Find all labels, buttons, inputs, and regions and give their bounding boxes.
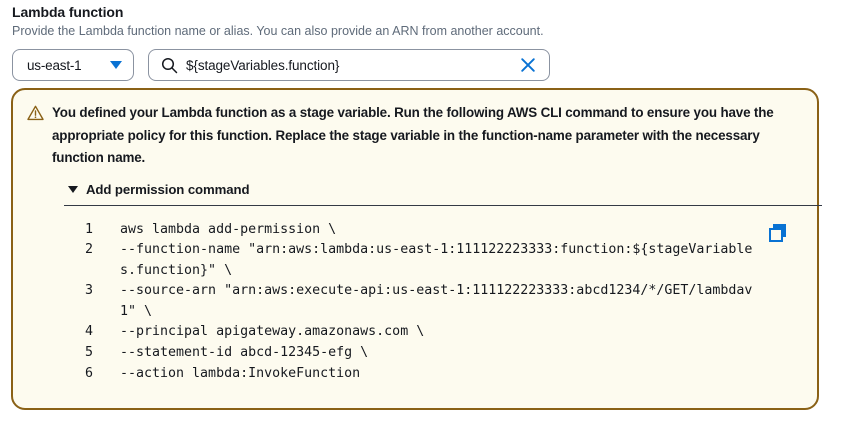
code-lines: 1 aws lambda add-permission \ 2 --functi…	[64, 220, 801, 385]
search-icon	[161, 57, 178, 73]
region-select-value: us-east-1	[27, 57, 82, 73]
warning-alert: You defined your Lambda function as a st…	[11, 88, 822, 410]
region-select[interactable]: us-east-1	[12, 49, 134, 81]
code-line: 5 --statement-id abcd-12345-efg \	[64, 343, 801, 364]
expander-label: Add permission command	[86, 181, 250, 197]
line-number: 6	[84, 365, 93, 381]
line-text: --action lambda:InvokeFunction	[120, 365, 361, 381]
chevron-down-icon	[110, 61, 122, 69]
line-number: 1	[84, 221, 93, 237]
form-description: Provide the Lambda function name or alia…	[12, 24, 544, 38]
line-text: --source-arn "arn:aws:execute-api:us-eas…	[120, 283, 753, 319]
function-search-field[interactable]: ${stageVariables.function}	[148, 49, 550, 81]
line-text: --statement-id abcd-12345-efg \	[120, 345, 369, 361]
close-icon[interactable]	[519, 56, 537, 74]
code-line: 3 --source-arn "arn:aws:execute-api:us-e…	[64, 281, 801, 322]
line-number: 5	[84, 345, 93, 361]
code-line: 4 --principal apigateway.amazonaws.com \	[64, 322, 801, 343]
divider	[64, 204, 822, 206]
line-number: 3	[84, 283, 93, 299]
add-permission-command-expander[interactable]: Add permission command	[27, 182, 801, 197]
line-text: --principal apigateway.amazonaws.com \	[120, 324, 425, 340]
cli-command-code-block: 1 aws lambda add-permission \ 2 --functi…	[27, 220, 801, 385]
code-line: 2 --function-name "arn:aws:lambda:us-eas…	[64, 240, 801, 281]
alert-message-row: You defined your Lambda function as a st…	[27, 102, 801, 170]
line-text: aws lambda add-permission \	[120, 221, 337, 237]
controls-row: us-east-1 ${stageVariables.function}	[0, 49, 844, 81]
copy-icon-front-square	[769, 227, 783, 242]
page-title: Lambda function	[12, 4, 124, 20]
caret-down-icon	[68, 185, 78, 193]
warning-triangle-icon	[27, 105, 44, 121]
alert-message: You defined your Lambda function as a st…	[52, 105, 774, 165]
code-line: 6 --action lambda:InvokeFunction	[64, 364, 801, 385]
copy-icon[interactable]	[769, 223, 789, 244]
line-text: --function-name "arn:aws:lambda:us-east-…	[120, 242, 753, 278]
code-line: 1 aws lambda add-permission \	[64, 220, 801, 241]
function-search-value: ${stageVariables.function}	[186, 57, 340, 73]
form-header: Lambda function Provide the Lambda funct…	[0, 0, 844, 40]
line-number: 4	[84, 324, 93, 340]
line-number: 2	[84, 242, 93, 258]
